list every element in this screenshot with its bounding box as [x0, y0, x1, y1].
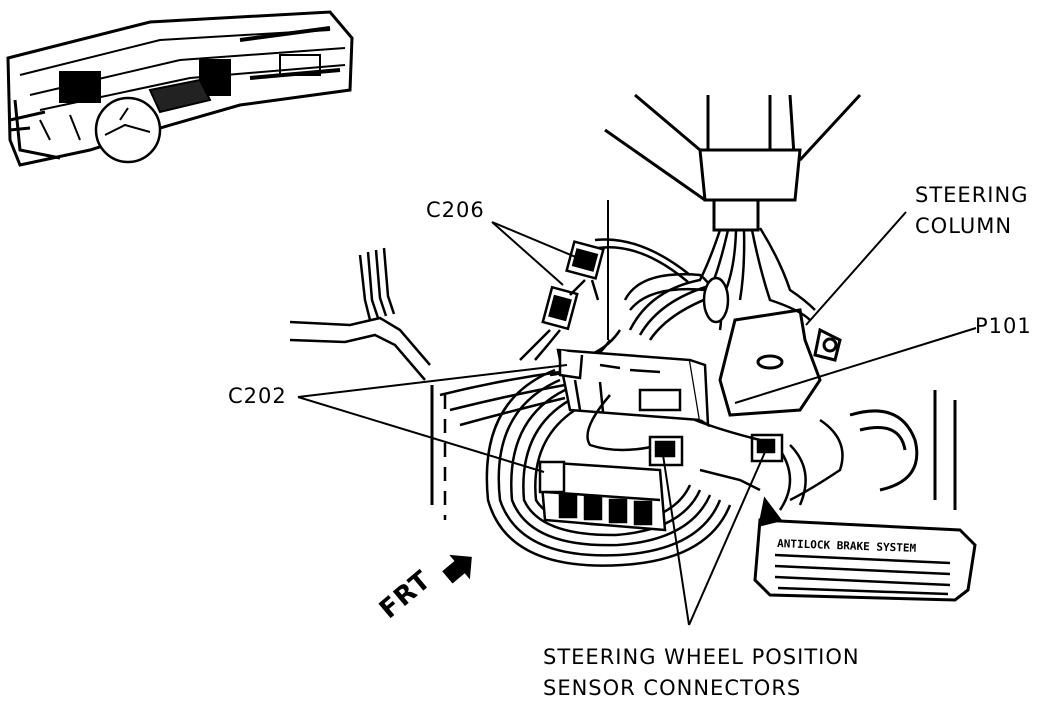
- c206-connector: [519, 238, 691, 361]
- swps-connectors: [648, 418, 784, 492]
- label-swps-line2: SENSOR CONNECTORS: [543, 676, 802, 700]
- label-steering-column-line1: STEERING: [915, 183, 1029, 207]
- c202-lower-connector: [538, 460, 667, 532]
- label-c206: C206: [426, 198, 485, 222]
- leader-c206-a: [491, 221, 564, 286]
- label-c202: C202: [228, 384, 287, 408]
- leader-lines: [297, 211, 977, 626]
- leader-c202-upper: [297, 364, 568, 398]
- brake-pedal: [753, 496, 977, 602]
- steering-column: [604, 93, 957, 510]
- leader-swps-b: [688, 451, 766, 626]
- c202-upper-connector: [556, 348, 710, 452]
- front-arrow-icon: [442, 554, 472, 584]
- label-steering-column-line2: COLUMN: [915, 214, 1013, 238]
- pedal-label: ANTILOCK BRAKE SYSTEM: [777, 537, 917, 555]
- label-p101: P101: [975, 314, 1032, 338]
- leader-c206-b: [491, 221, 579, 259]
- leader-steering-column: [805, 211, 907, 326]
- leader-swps-a: [662, 454, 690, 626]
- leader-p101: [734, 327, 977, 404]
- body-panel: [289, 200, 609, 520]
- dashboard-inset: [6, 10, 354, 167]
- leader-c202-lower: [297, 396, 545, 473]
- label-swps-line1: STEERING WHEEL POSITION: [543, 645, 860, 669]
